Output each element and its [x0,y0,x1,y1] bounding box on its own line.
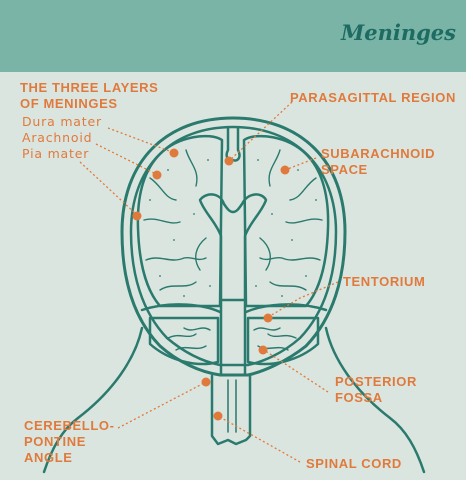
arachnoid-marker [153,171,162,180]
label-cerebellopontine-line1: CEREBELLO- [24,418,115,433]
pia-mater-marker [133,212,142,221]
diagram-panel: Meninges [0,0,466,480]
label-posterior-fossa-line1: POSTERIOR [335,374,417,389]
dura-mater-marker [170,149,179,158]
tentorium-line [142,304,326,312]
head-cross-section-illustration [0,0,466,480]
gyri-lines [144,150,322,350]
parasagittal-marker [225,157,234,166]
layers-heading-line1: THE THREE LAYERS [20,80,158,95]
layer-label-arachnoid: Arachnoid [22,130,92,145]
posterior-fossa-marker [259,346,268,355]
dura-mater-outline [131,127,336,365]
left-cerebellum [150,318,218,364]
right-hemisphere [244,136,328,306]
label-cerebellopontine-line3: ANGLE [24,450,73,465]
layer-label-pia-mater: Pia mater [22,146,89,161]
skull-outline [122,118,345,375]
layer-label-dura-mater: Dura mater [22,114,102,129]
label-parasagittal-region: PARASAGITTAL REGION [290,90,456,105]
label-posterior-fossa-line2: FOSSA [335,390,383,405]
left-hemisphere [138,136,222,306]
subarachnoid-marker [281,166,290,175]
label-subarachnoid-line2: SPACE [321,162,368,177]
spinal-cord-outline [212,376,250,444]
label-subarachnoid-line1: SUBARACHNOID [321,146,435,161]
label-cerebellopontine-line2: PONTINE [24,434,86,449]
label-tentorium: TENTORIUM [343,274,425,289]
leader-lines [80,102,338,462]
right-cerebellum [248,318,318,364]
ventricle [200,194,266,300]
stipple-dots [149,159,317,297]
spinal-cord-marker [214,412,223,421]
cerebellopontine-marker [202,378,211,387]
layers-heading-line2: OF MENINGES [20,96,118,111]
tentorium-marker [264,314,273,323]
falx-cerebri [227,128,240,161]
label-spinal-cord: SPINAL CORD [306,456,402,471]
